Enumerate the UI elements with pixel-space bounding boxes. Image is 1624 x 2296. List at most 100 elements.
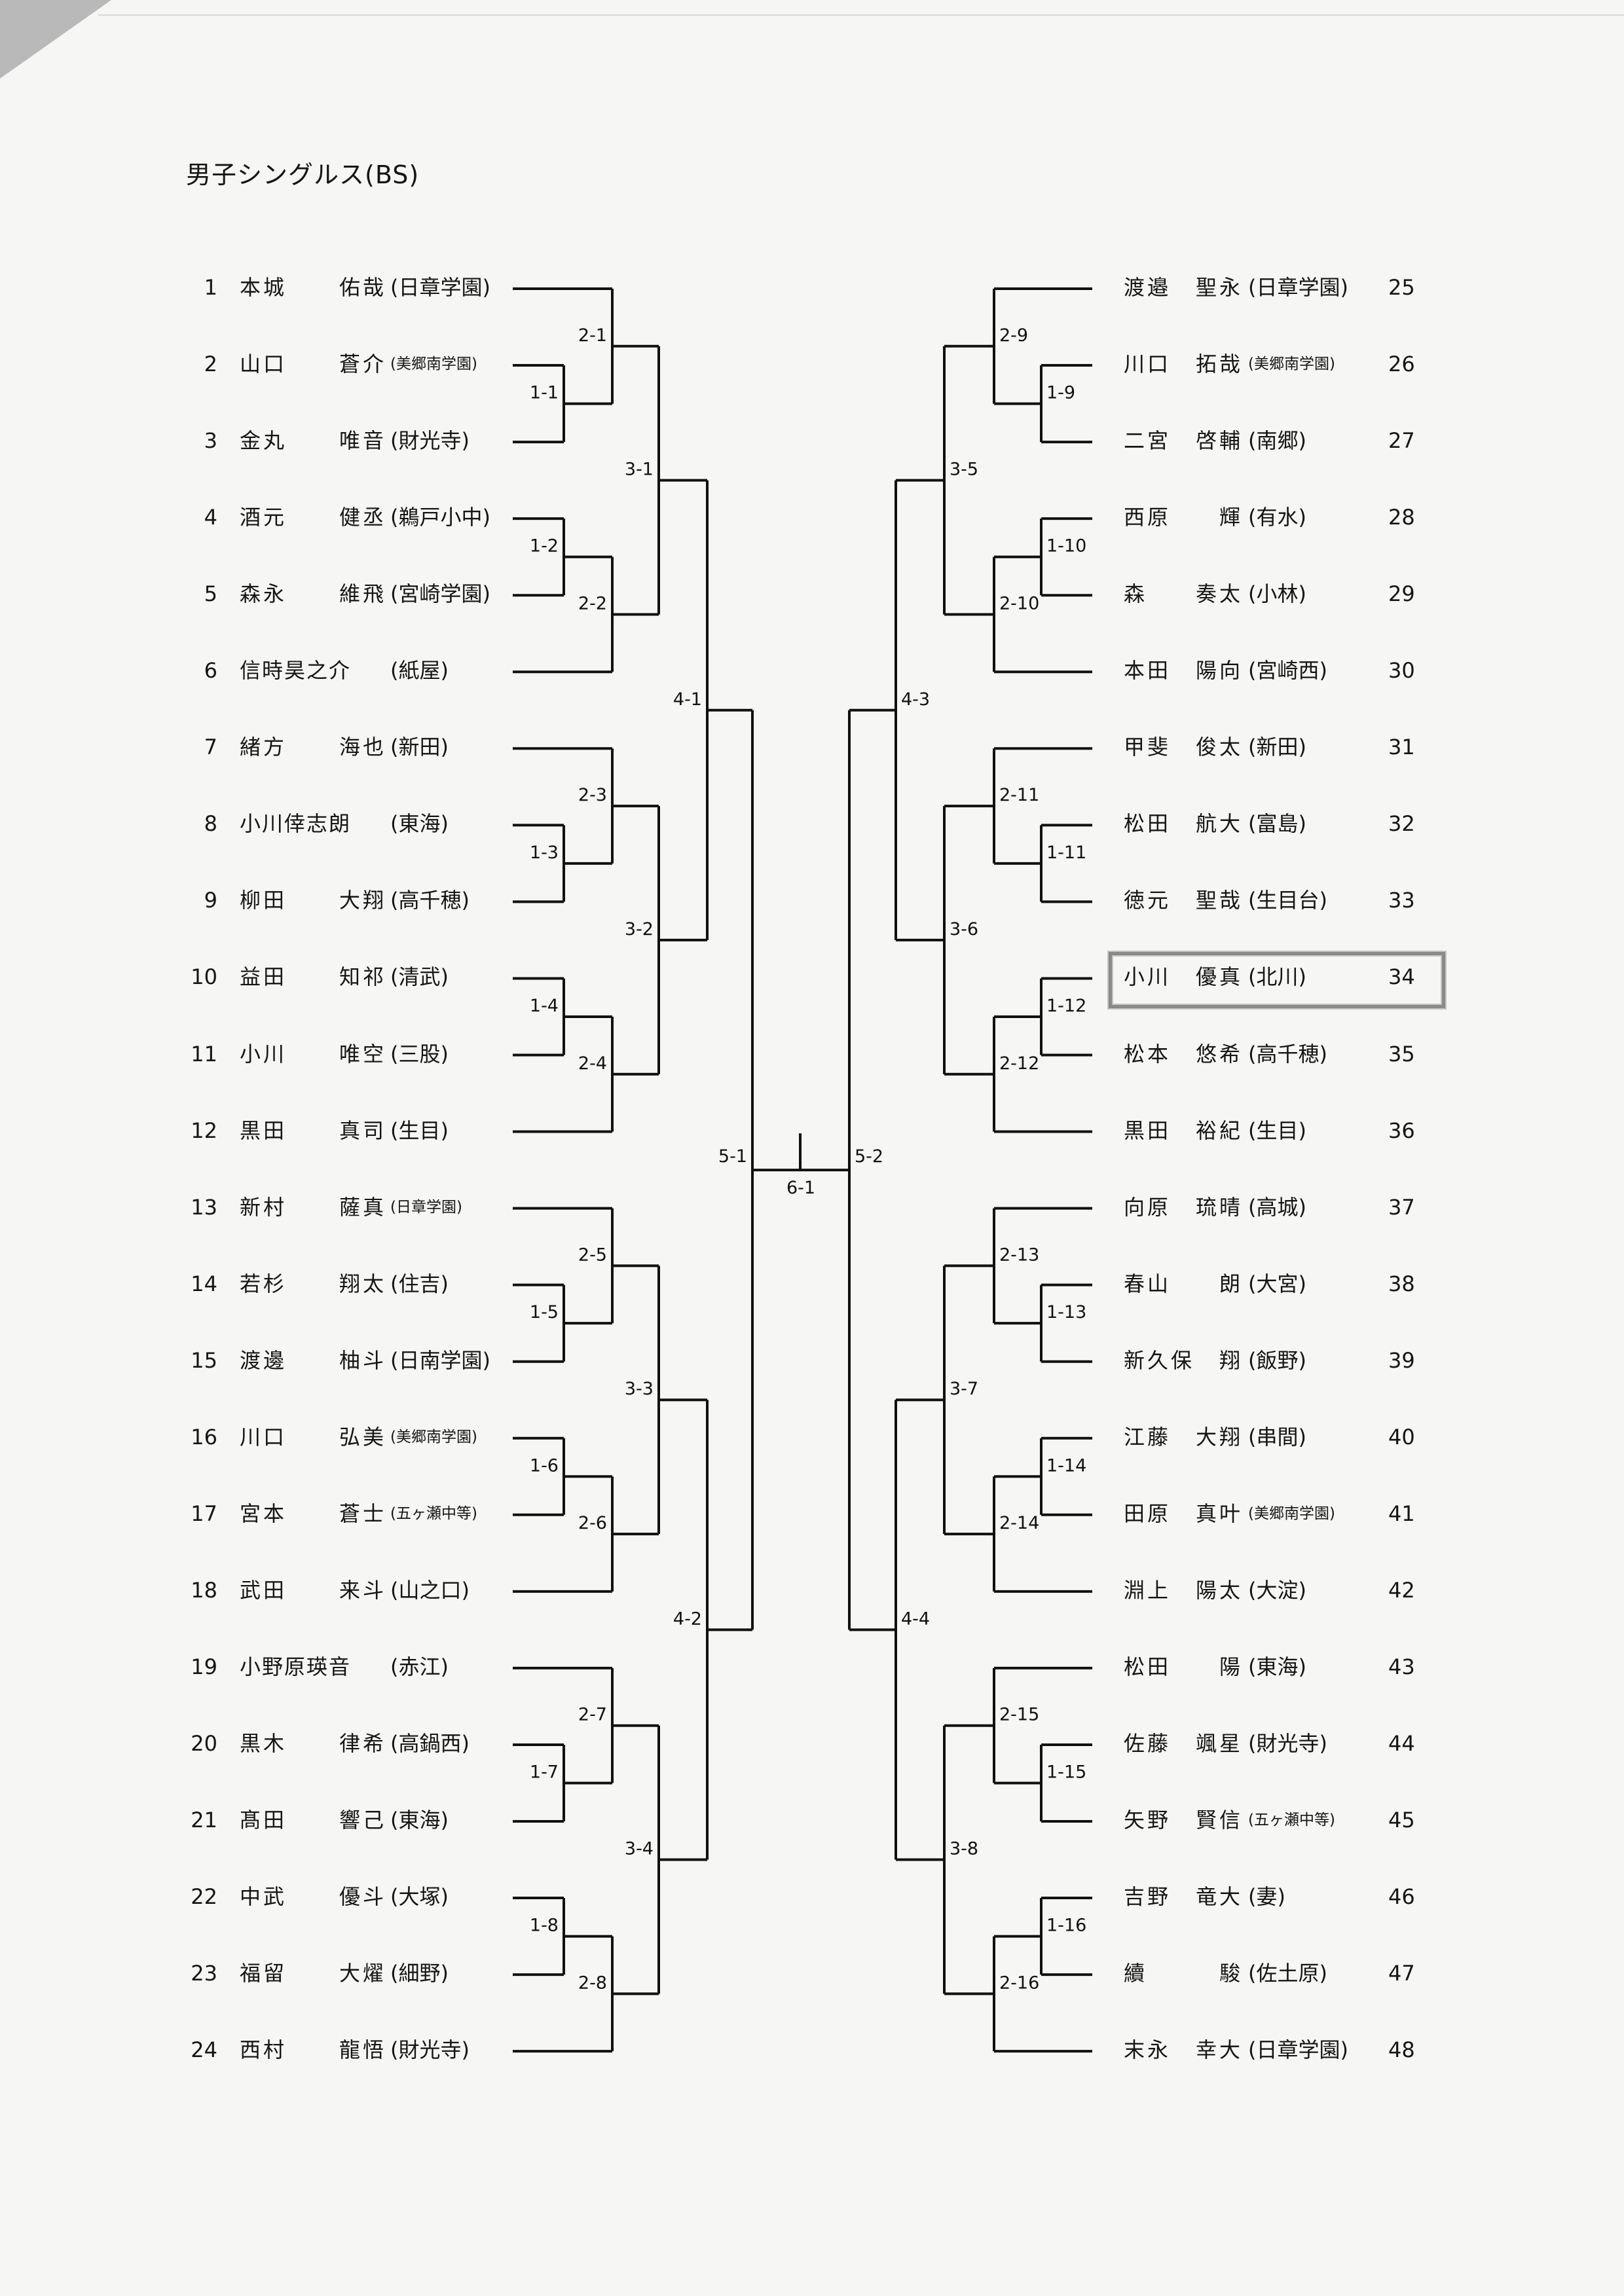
player-entry: 渡邉聖永(日章学園)25	[0, 273, 1624, 302]
match-label: 1-7	[530, 1762, 559, 1782]
player-family-name: 佐藤	[1124, 1730, 1172, 1756]
player-entry: 春山朗(大宮)38	[0, 1269, 1624, 1298]
seed-number: 35	[1388, 1041, 1415, 1066]
player-family-name: 田原	[1124, 1501, 1172, 1526]
player-school: (日章学園)	[1248, 2037, 1348, 2063]
seed-number: 47	[1388, 1961, 1415, 1986]
player-school: (三股)	[390, 1041, 449, 1066]
player-given-name: 翔太	[339, 1271, 387, 1296]
match-label: 5-2	[855, 1146, 883, 1167]
player-school: (日章学園)	[390, 275, 490, 300]
player-given-name: 陽	[1219, 1654, 1243, 1679]
player-school: (飯野)	[1248, 1347, 1306, 1373]
player-given-name: 律希	[339, 1730, 387, 1756]
player-school: (生目台)	[1248, 888, 1327, 913]
player-given-name: 颯星	[1195, 1730, 1243, 1756]
player-family-name: 小川倖志朗	[240, 811, 352, 837]
player-given-name: 朗	[1219, 1271, 1243, 1296]
seed-number: 19	[191, 1654, 217, 1679]
seed-number: 25	[1388, 275, 1415, 300]
seed-number: 34	[1388, 964, 1415, 990]
seed-number: 46	[1388, 1884, 1415, 1910]
player-school: (新田)	[1248, 735, 1306, 760]
match-label: 1-3	[530, 843, 559, 863]
player-entry: 淵上陽太(大淀)42	[0, 1576, 1624, 1605]
player-school: (有水)	[1248, 505, 1306, 530]
match-label: 2-13	[999, 1245, 1039, 1265]
player-entry: 小川優真(北川)34	[0, 962, 1624, 991]
player-given-name: 佑哉	[339, 275, 387, 300]
seed-number: 45	[1388, 1808, 1415, 1832]
player-given-name: 奏太	[1195, 581, 1243, 607]
seed-number: 24	[191, 2037, 217, 2063]
player-school: (南郷)	[1248, 428, 1306, 454]
player-school: (北川)	[1248, 964, 1306, 990]
player-family-name: 甲斐	[1124, 735, 1172, 760]
player-family-name: 向原	[1124, 1194, 1172, 1220]
seed-number: 8	[204, 811, 217, 837]
player-school: (生目)	[1248, 1118, 1306, 1143]
player-given-name: 唯音	[339, 428, 387, 454]
player-family-name: 髙田	[240, 1808, 287, 1832]
match-label: 1-12	[1046, 996, 1086, 1016]
player-entry: 向原琉晴(高城)37	[0, 1193, 1624, 1222]
player-school: (美郷南学園)	[390, 1428, 477, 1446]
player-school: (富島)	[1248, 811, 1306, 837]
player-given-name: 優真	[1195, 964, 1243, 990]
player-family-name: 本田	[1124, 658, 1172, 683]
player-family-name: 武田	[240, 1577, 287, 1603]
seed-number: 11	[191, 1041, 217, 1066]
player-entry: 松本悠希(高千穂)35	[0, 1040, 1624, 1068]
player-given-name: 唯空	[339, 1041, 387, 1066]
seed-number: 18	[191, 1577, 217, 1603]
player-entry: 二宮啓輔(南郷)27	[0, 426, 1624, 455]
match-label: 1-1	[530, 383, 559, 403]
seed-number: 29	[1388, 581, 1415, 607]
seed-number: 36	[1388, 1118, 1415, 1143]
player-school: (妻)	[1248, 1884, 1285, 1910]
player-family-name: 森	[1124, 581, 1148, 607]
player-entry: 末永幸大(日章学園)48	[0, 2035, 1624, 2064]
player-given-name: 俊太	[1195, 735, 1243, 760]
player-given-name: 健丞	[339, 505, 387, 530]
match-label: 5-1	[718, 1146, 747, 1167]
player-entry: 松田航大(富島)32	[0, 809, 1624, 838]
player-entry: 吉野竜大(妻)46	[0, 1882, 1624, 1911]
player-given-name: 賢信	[1195, 1808, 1243, 1832]
player-family-name: 吉野	[1124, 1884, 1172, 1910]
highlight-box	[1109, 952, 1445, 1009]
player-school: (財光寺)	[390, 428, 470, 454]
seed-number: 1	[204, 275, 217, 300]
match-label: 1-8	[530, 1916, 559, 1936]
player-family-name: 黒田	[1124, 1118, 1172, 1143]
match-label: 1-13	[1046, 1302, 1086, 1322]
player-family-name: 徳元	[1124, 888, 1172, 913]
player-school: (日南学園)	[390, 1347, 490, 1373]
seed-number: 9	[204, 888, 217, 913]
player-family-name: 酒元	[240, 505, 287, 530]
player-family-name: 信時昊之介	[240, 658, 352, 683]
player-school: (鵜戸小中)	[390, 505, 490, 530]
player-school: (日章学園)	[1248, 275, 1348, 300]
player-school: (大宮)	[1248, 1271, 1306, 1296]
seed-number: 14	[191, 1271, 217, 1296]
seed-number: 2	[204, 352, 217, 377]
player-given-name: 真司	[339, 1118, 387, 1143]
player-family-name: 西原	[1124, 505, 1172, 530]
player-given-name: 蒼士	[339, 1501, 387, 1526]
player-school: (日章学園)	[390, 1198, 462, 1216]
match-label: 1-6	[530, 1455, 559, 1476]
match-label: 3-8	[950, 1839, 978, 1859]
